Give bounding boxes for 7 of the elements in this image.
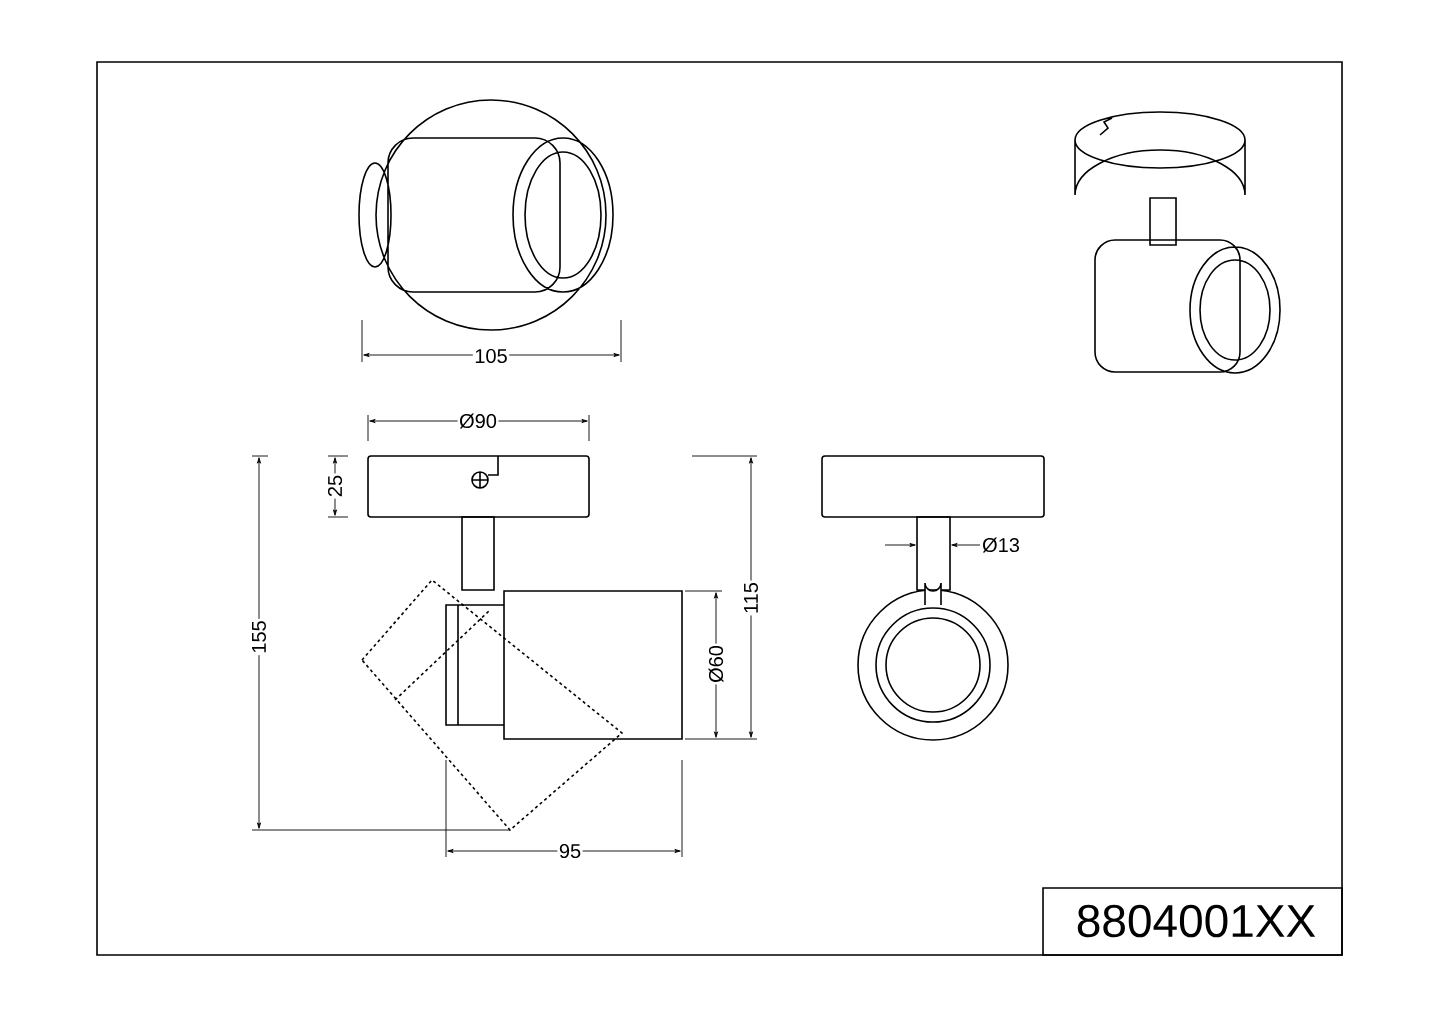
dimension-label: Ø60	[707, 643, 725, 685]
dimension-label: 105	[472, 347, 510, 365]
part-number: 8804001XX	[1074, 903, 1318, 939]
dimension-label: 25	[326, 473, 344, 499]
dimension-label: Ø90	[457, 412, 499, 430]
dimension-label: Ø13	[980, 536, 1022, 554]
dimension-label: 95	[557, 842, 583, 860]
